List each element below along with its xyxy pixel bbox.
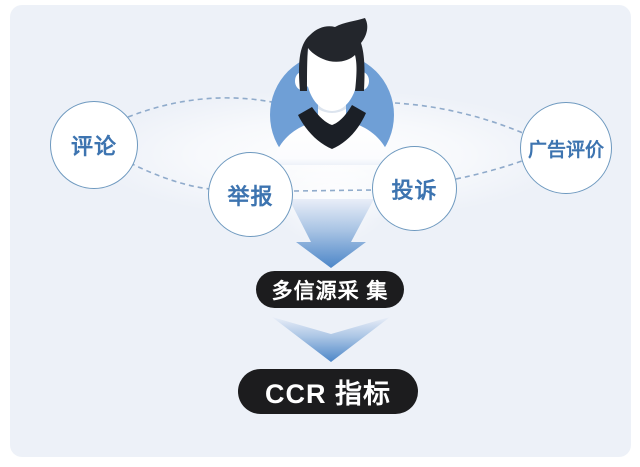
- link-avatar-ad-evaluation: [394, 102, 524, 134]
- stage-label-multi-source-collection: 多信源采 集: [271, 279, 389, 303]
- link-comments-reports: [129, 162, 211, 190]
- user-avatar-icon: [270, 18, 394, 165]
- source-label-comments: 评论: [70, 134, 117, 159]
- funnel-arrow-down-icon: [289, 199, 374, 268]
- source-label-complaints: 投诉: [391, 177, 438, 203]
- source-circle-complaints: 投诉: [372, 146, 457, 231]
- source-circle-ad-evaluation: 广告评价: [520, 102, 612, 194]
- stage-label-ccr-indicator: CCR 指标: [265, 379, 391, 409]
- stage-pill-ccr-indicator: CCR 指标: [238, 369, 418, 414]
- link-reports-complaints: [293, 189, 373, 192]
- source-circle-comments: 评论: [50, 101, 138, 189]
- source-label-ad-evaluation: 广告评价: [527, 139, 604, 161]
- chevron-arrow-down-icon: [272, 317, 390, 362]
- stage-pill-multi-source-collection: 多信源采 集: [256, 271, 404, 308]
- source-circle-reports: 举报: [208, 152, 293, 237]
- diagram-panel: 评论 举报 投诉 广告评价 多信源采 集 CCR 指标: [10, 5, 631, 457]
- link-complaints-ad-evaluation: [455, 160, 523, 180]
- user-avatar: [264, 15, 404, 165]
- source-label-reports: 举报: [227, 183, 274, 209]
- link-comments-avatar: [127, 97, 273, 118]
